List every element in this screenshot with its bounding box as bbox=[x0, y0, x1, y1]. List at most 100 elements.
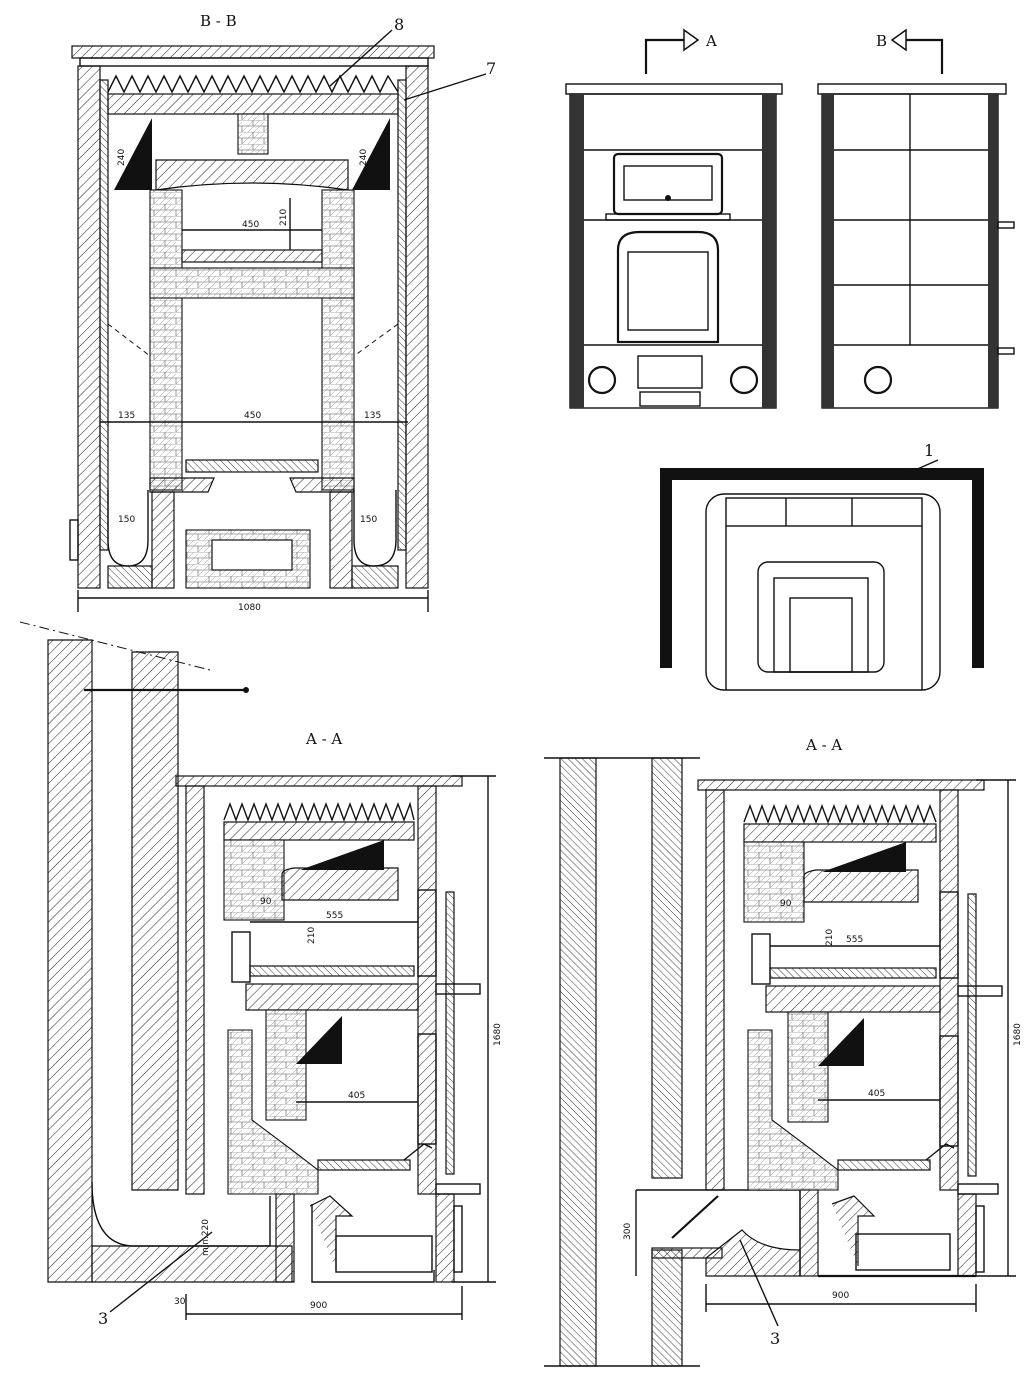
dim-total-width: 1080 bbox=[238, 603, 261, 613]
zigzag-left bbox=[223, 801, 415, 822]
grate-ledge-left bbox=[149, 477, 215, 493]
callout-1: 1 bbox=[924, 441, 934, 460]
front-edge-right bbox=[762, 94, 776, 408]
dim-offset-left: 90 bbox=[260, 897, 272, 907]
side-layer-left bbox=[99, 79, 109, 551]
callout-8: 8 bbox=[394, 15, 404, 34]
front-edge-left bbox=[570, 94, 584, 408]
dim-chamber-width-right: 555 bbox=[846, 935, 863, 945]
chimney-wall-outer bbox=[47, 639, 93, 1283]
mid-course bbox=[149, 267, 355, 299]
corner-triangle-left bbox=[114, 118, 152, 190]
top-cap bbox=[71, 45, 435, 59]
grate-ledge-right bbox=[289, 477, 355, 493]
vent-left bbox=[587, 365, 617, 395]
upper-arch bbox=[155, 159, 349, 191]
callout-8-leader bbox=[329, 29, 393, 87]
side-layer-right bbox=[397, 79, 407, 551]
section-bb-title: B - B bbox=[200, 12, 237, 30]
callout-3-left: 3 bbox=[98, 1309, 108, 1328]
ashpit-wall-left bbox=[151, 491, 175, 589]
ash-drawer bbox=[211, 539, 293, 571]
ashpit-wall-right bbox=[329, 491, 353, 589]
upper-shelf bbox=[181, 249, 323, 263]
side-handle bbox=[69, 519, 79, 561]
dim-chamber-height-left: 210 bbox=[307, 927, 317, 944]
elevation-views: A B bbox=[565, 28, 1015, 691]
dim-right-gap: 135 bbox=[364, 411, 381, 421]
callout-3-right: 3 bbox=[770, 1329, 780, 1348]
dim-right-corner: 240 bbox=[359, 149, 369, 166]
dim-depth-right: 900 bbox=[832, 1291, 849, 1301]
dim-lower-width: 450 bbox=[244, 411, 261, 421]
channel-base-left bbox=[107, 565, 153, 589]
flue-base bbox=[91, 1245, 293, 1283]
top-slab bbox=[107, 93, 399, 115]
inner-wall-right bbox=[321, 189, 355, 491]
oven-door bbox=[612, 152, 724, 216]
side-vent bbox=[863, 365, 893, 395]
back-wall bbox=[185, 785, 205, 1195]
section-aa-right-title: A - A bbox=[805, 736, 842, 754]
callout-3-right-leader bbox=[739, 1239, 779, 1327]
upper-baffle bbox=[281, 867, 399, 901]
front-wall bbox=[417, 785, 437, 1195]
dim-total-height-right: 1680 bbox=[1013, 1023, 1023, 1046]
dim-left-corner: 240 bbox=[117, 149, 127, 166]
zigzag-right bbox=[743, 804, 937, 824]
section-aa-left-title: A - A bbox=[305, 730, 342, 748]
chimney-wall-inner bbox=[131, 651, 179, 1191]
plan-wall bbox=[660, 468, 984, 668]
ash-door bbox=[637, 355, 703, 389]
chimney-inner-right bbox=[651, 757, 683, 1179]
inner-wall-left bbox=[149, 189, 183, 491]
dim-right-channel: 150 bbox=[360, 515, 377, 525]
cap-molding bbox=[79, 57, 429, 67]
chimney-outer-right bbox=[559, 757, 597, 1367]
marker-a-arrow bbox=[683, 28, 700, 52]
dim-chamber-height-right: 210 bbox=[825, 929, 835, 946]
ash-box-left bbox=[335, 1235, 433, 1273]
dim-firebox-width-right: 405 bbox=[868, 1089, 885, 1099]
plan-view: 1 bbox=[660, 441, 984, 691]
dim-upper-height: 210 bbox=[279, 209, 289, 226]
dim-gap: 30 bbox=[174, 1297, 186, 1307]
dim-upper-width: 450 bbox=[242, 220, 259, 230]
marker-b-label: B bbox=[876, 32, 887, 50]
dim-chamber-width-left: 555 bbox=[326, 911, 343, 921]
dim-offset-right: 90 bbox=[780, 899, 792, 909]
callout-7: 7 bbox=[486, 59, 496, 78]
front-elevation bbox=[565, 83, 783, 409]
plan-outline bbox=[705, 493, 941, 691]
channel-right bbox=[353, 490, 397, 567]
corner-triangle-right bbox=[352, 118, 390, 190]
outer-wall-left bbox=[77, 65, 101, 589]
vent-right bbox=[729, 365, 759, 395]
dashed-right bbox=[353, 323, 399, 357]
dashed-left bbox=[107, 323, 151, 357]
grate bbox=[185, 459, 319, 473]
callout-7-leader bbox=[403, 73, 487, 101]
section-bb: B - B 240 240 450 210 135 450 bbox=[69, 12, 496, 613]
dim-flue-height: 300 bbox=[623, 1223, 633, 1240]
firebox-door bbox=[616, 230, 720, 344]
channel-base-right bbox=[351, 565, 399, 589]
section-aa-left: A - A 3 min.220 30 90 555 210 405 bbox=[19, 621, 503, 1328]
marker-a-line bbox=[644, 38, 684, 74]
outer-wall-right bbox=[405, 65, 429, 589]
channel-left bbox=[107, 490, 149, 567]
dim-min-clearance: min.220 bbox=[201, 1219, 211, 1256]
dim-total-height-left: 1680 bbox=[493, 1023, 503, 1046]
dim-firebox-width-left: 405 bbox=[348, 1091, 365, 1101]
central-column bbox=[237, 113, 269, 155]
marker-a-label: A bbox=[705, 32, 717, 50]
dim-left-channel: 150 bbox=[118, 515, 135, 525]
ash-box-right bbox=[855, 1233, 951, 1271]
section-aa-right: A - A 300 3 90 210 555 405 bbox=[544, 736, 1023, 1367]
side-elevation bbox=[817, 83, 1015, 409]
marker-b-line bbox=[906, 38, 944, 74]
dim-left-gap: 135 bbox=[118, 411, 135, 421]
dim-depth-left: 900 bbox=[310, 1301, 327, 1311]
top-insulation-zigzag bbox=[107, 74, 399, 94]
